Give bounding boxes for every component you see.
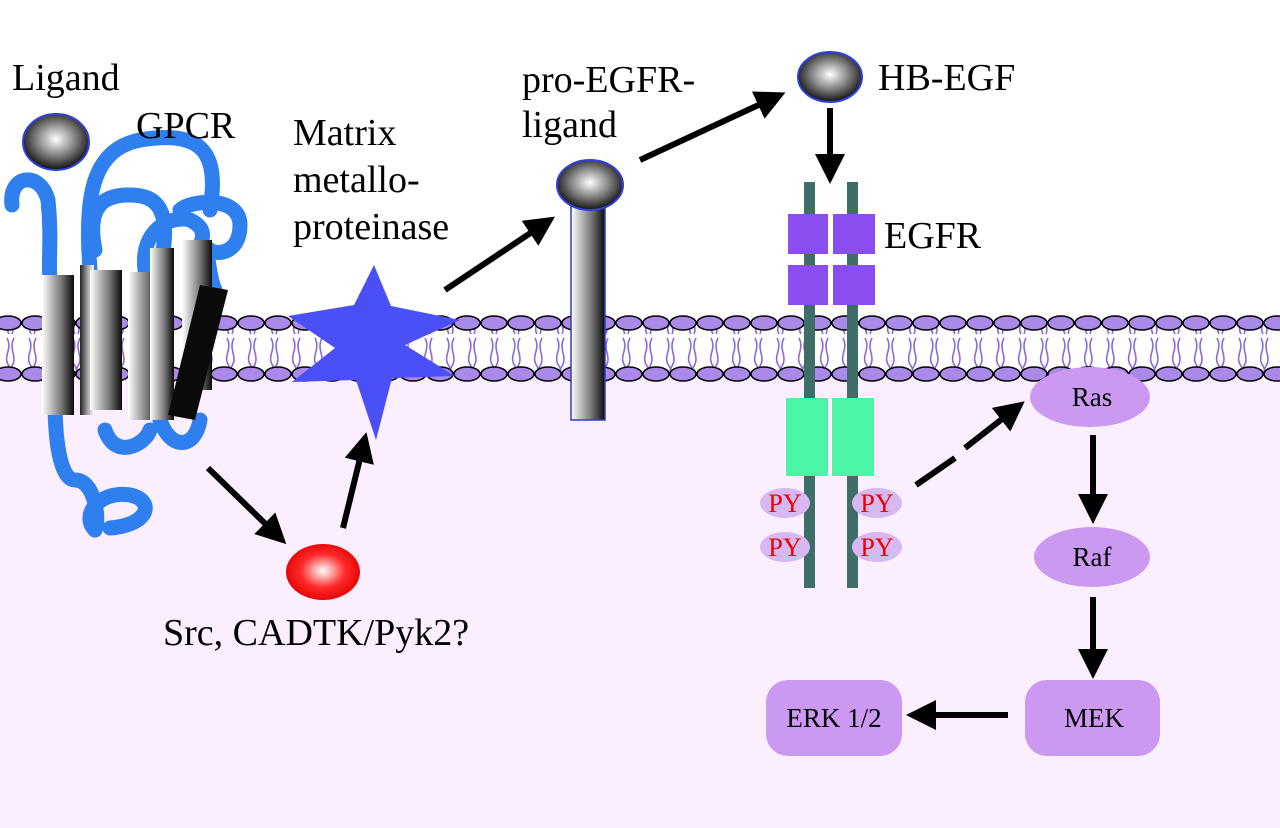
lipid-head bbox=[1209, 366, 1237, 382]
lipid-head bbox=[723, 366, 751, 382]
lipid-head bbox=[966, 366, 994, 382]
arrow-egfr-to-ras-b bbox=[963, 401, 1025, 451]
arrow-proligand-to-hbegf bbox=[638, 91, 786, 163]
src-label: Src, CADTK/Pyk2? bbox=[163, 612, 469, 654]
lipid-head bbox=[1182, 366, 1210, 382]
lipid-head bbox=[669, 315, 697, 331]
mmp-label-line2: metallo- bbox=[293, 159, 420, 201]
lipid-head bbox=[885, 315, 913, 331]
lipid-head bbox=[237, 315, 265, 331]
lipid-head bbox=[534, 315, 562, 331]
lipid-head bbox=[1236, 366, 1264, 382]
pro-ligand-sphere bbox=[556, 159, 624, 211]
ligand-label: Ligand bbox=[12, 57, 120, 99]
ligand-sphere bbox=[22, 113, 90, 171]
py-label: PY bbox=[768, 533, 801, 562]
pro-ligand-label-line1: pro-EGFR- bbox=[522, 59, 695, 101]
lipid-head bbox=[237, 366, 265, 382]
lipid-head bbox=[615, 315, 643, 331]
lipid-head bbox=[1155, 315, 1183, 331]
arrow-src-to-mmp bbox=[340, 432, 374, 529]
lipid-head bbox=[858, 315, 886, 331]
lipid-head bbox=[1263, 366, 1280, 382]
lipid-head bbox=[858, 366, 886, 382]
lipid-head bbox=[642, 315, 670, 331]
py-label: PY bbox=[860, 489, 893, 518]
lipid-head bbox=[1263, 315, 1280, 331]
lipid-head bbox=[993, 315, 1021, 331]
mmp-star bbox=[288, 265, 460, 440]
pro-ligand-label-line2: ligand bbox=[522, 104, 617, 146]
hb-egf-label: HB-EGF bbox=[878, 57, 1015, 99]
lipid-head bbox=[777, 366, 805, 382]
lipid-head bbox=[1047, 315, 1075, 331]
lipid-head bbox=[939, 315, 967, 331]
py-label: PY bbox=[860, 533, 893, 562]
mek-node bbox=[1025, 680, 1160, 756]
lipid-head bbox=[669, 366, 697, 382]
ras-label: Ras bbox=[1072, 382, 1113, 412]
raf-label: Raf bbox=[1073, 542, 1112, 572]
lipid-head bbox=[210, 366, 238, 382]
lipid-head bbox=[453, 366, 481, 382]
arrow-gpcr-to-src bbox=[205, 465, 287, 545]
gpcr-label: GPCR bbox=[136, 105, 236, 147]
lipid-head bbox=[1020, 315, 1048, 331]
phosphotyrosine-sites bbox=[760, 488, 902, 562]
pro-ligand-stalk bbox=[570, 204, 606, 421]
lipid-head bbox=[696, 366, 724, 382]
lipid-head bbox=[1101, 315, 1129, 331]
mek-label: MEK bbox=[1064, 703, 1125, 733]
lipid-head bbox=[723, 315, 751, 331]
arrow-egfr-to-ras-a bbox=[914, 455, 957, 488]
erk-label: ERK 1/2 bbox=[786, 703, 881, 733]
lipid-head bbox=[885, 366, 913, 382]
lipid-head bbox=[939, 366, 967, 382]
py-label: PY bbox=[768, 489, 801, 518]
lipid-head bbox=[264, 366, 292, 382]
lipid-head bbox=[480, 366, 508, 382]
ras-node bbox=[1030, 367, 1150, 427]
lipid-head bbox=[993, 366, 1021, 382]
lipid-head bbox=[1020, 366, 1048, 382]
lipid-head bbox=[1155, 366, 1183, 382]
lipid-head bbox=[480, 315, 508, 331]
lipid-head bbox=[1209, 315, 1237, 331]
lipid-head bbox=[696, 315, 724, 331]
egfr-dimer bbox=[786, 182, 875, 588]
lipid-head bbox=[750, 366, 778, 382]
lipid-head bbox=[642, 366, 670, 382]
mmp-label-line3: proteinase bbox=[293, 206, 449, 248]
lipid-head bbox=[453, 315, 481, 331]
lipid-head bbox=[1074, 315, 1102, 331]
hb-egf-sphere bbox=[797, 51, 863, 103]
lipid-head bbox=[615, 366, 643, 382]
arrows bbox=[205, 91, 1108, 730]
py-labels: PY PY PY PY bbox=[768, 489, 893, 562]
lipid-head bbox=[0, 315, 22, 331]
gpcr-helices bbox=[42, 240, 228, 420]
lipid-head bbox=[534, 366, 562, 382]
lipid-head bbox=[750, 315, 778, 331]
lipid-head bbox=[966, 315, 994, 331]
lipid-head bbox=[507, 315, 535, 331]
lipid-head bbox=[912, 315, 940, 331]
raf-node bbox=[1034, 527, 1150, 587]
lipid-head bbox=[264, 315, 292, 331]
erk-node bbox=[766, 680, 902, 756]
lipid-head bbox=[0, 366, 22, 382]
arrow-mmp-to-proligand bbox=[443, 216, 555, 293]
src-sphere bbox=[286, 544, 360, 600]
lipid-head bbox=[1128, 315, 1156, 331]
lipid-head bbox=[1236, 315, 1264, 331]
lipid-head bbox=[912, 366, 940, 382]
egfr-label: EGFR bbox=[884, 215, 982, 257]
lipid-head bbox=[777, 315, 805, 331]
lipid-head bbox=[1182, 315, 1210, 331]
mmp-label-line1: Matrix bbox=[293, 112, 396, 154]
lipid-head bbox=[507, 366, 535, 382]
